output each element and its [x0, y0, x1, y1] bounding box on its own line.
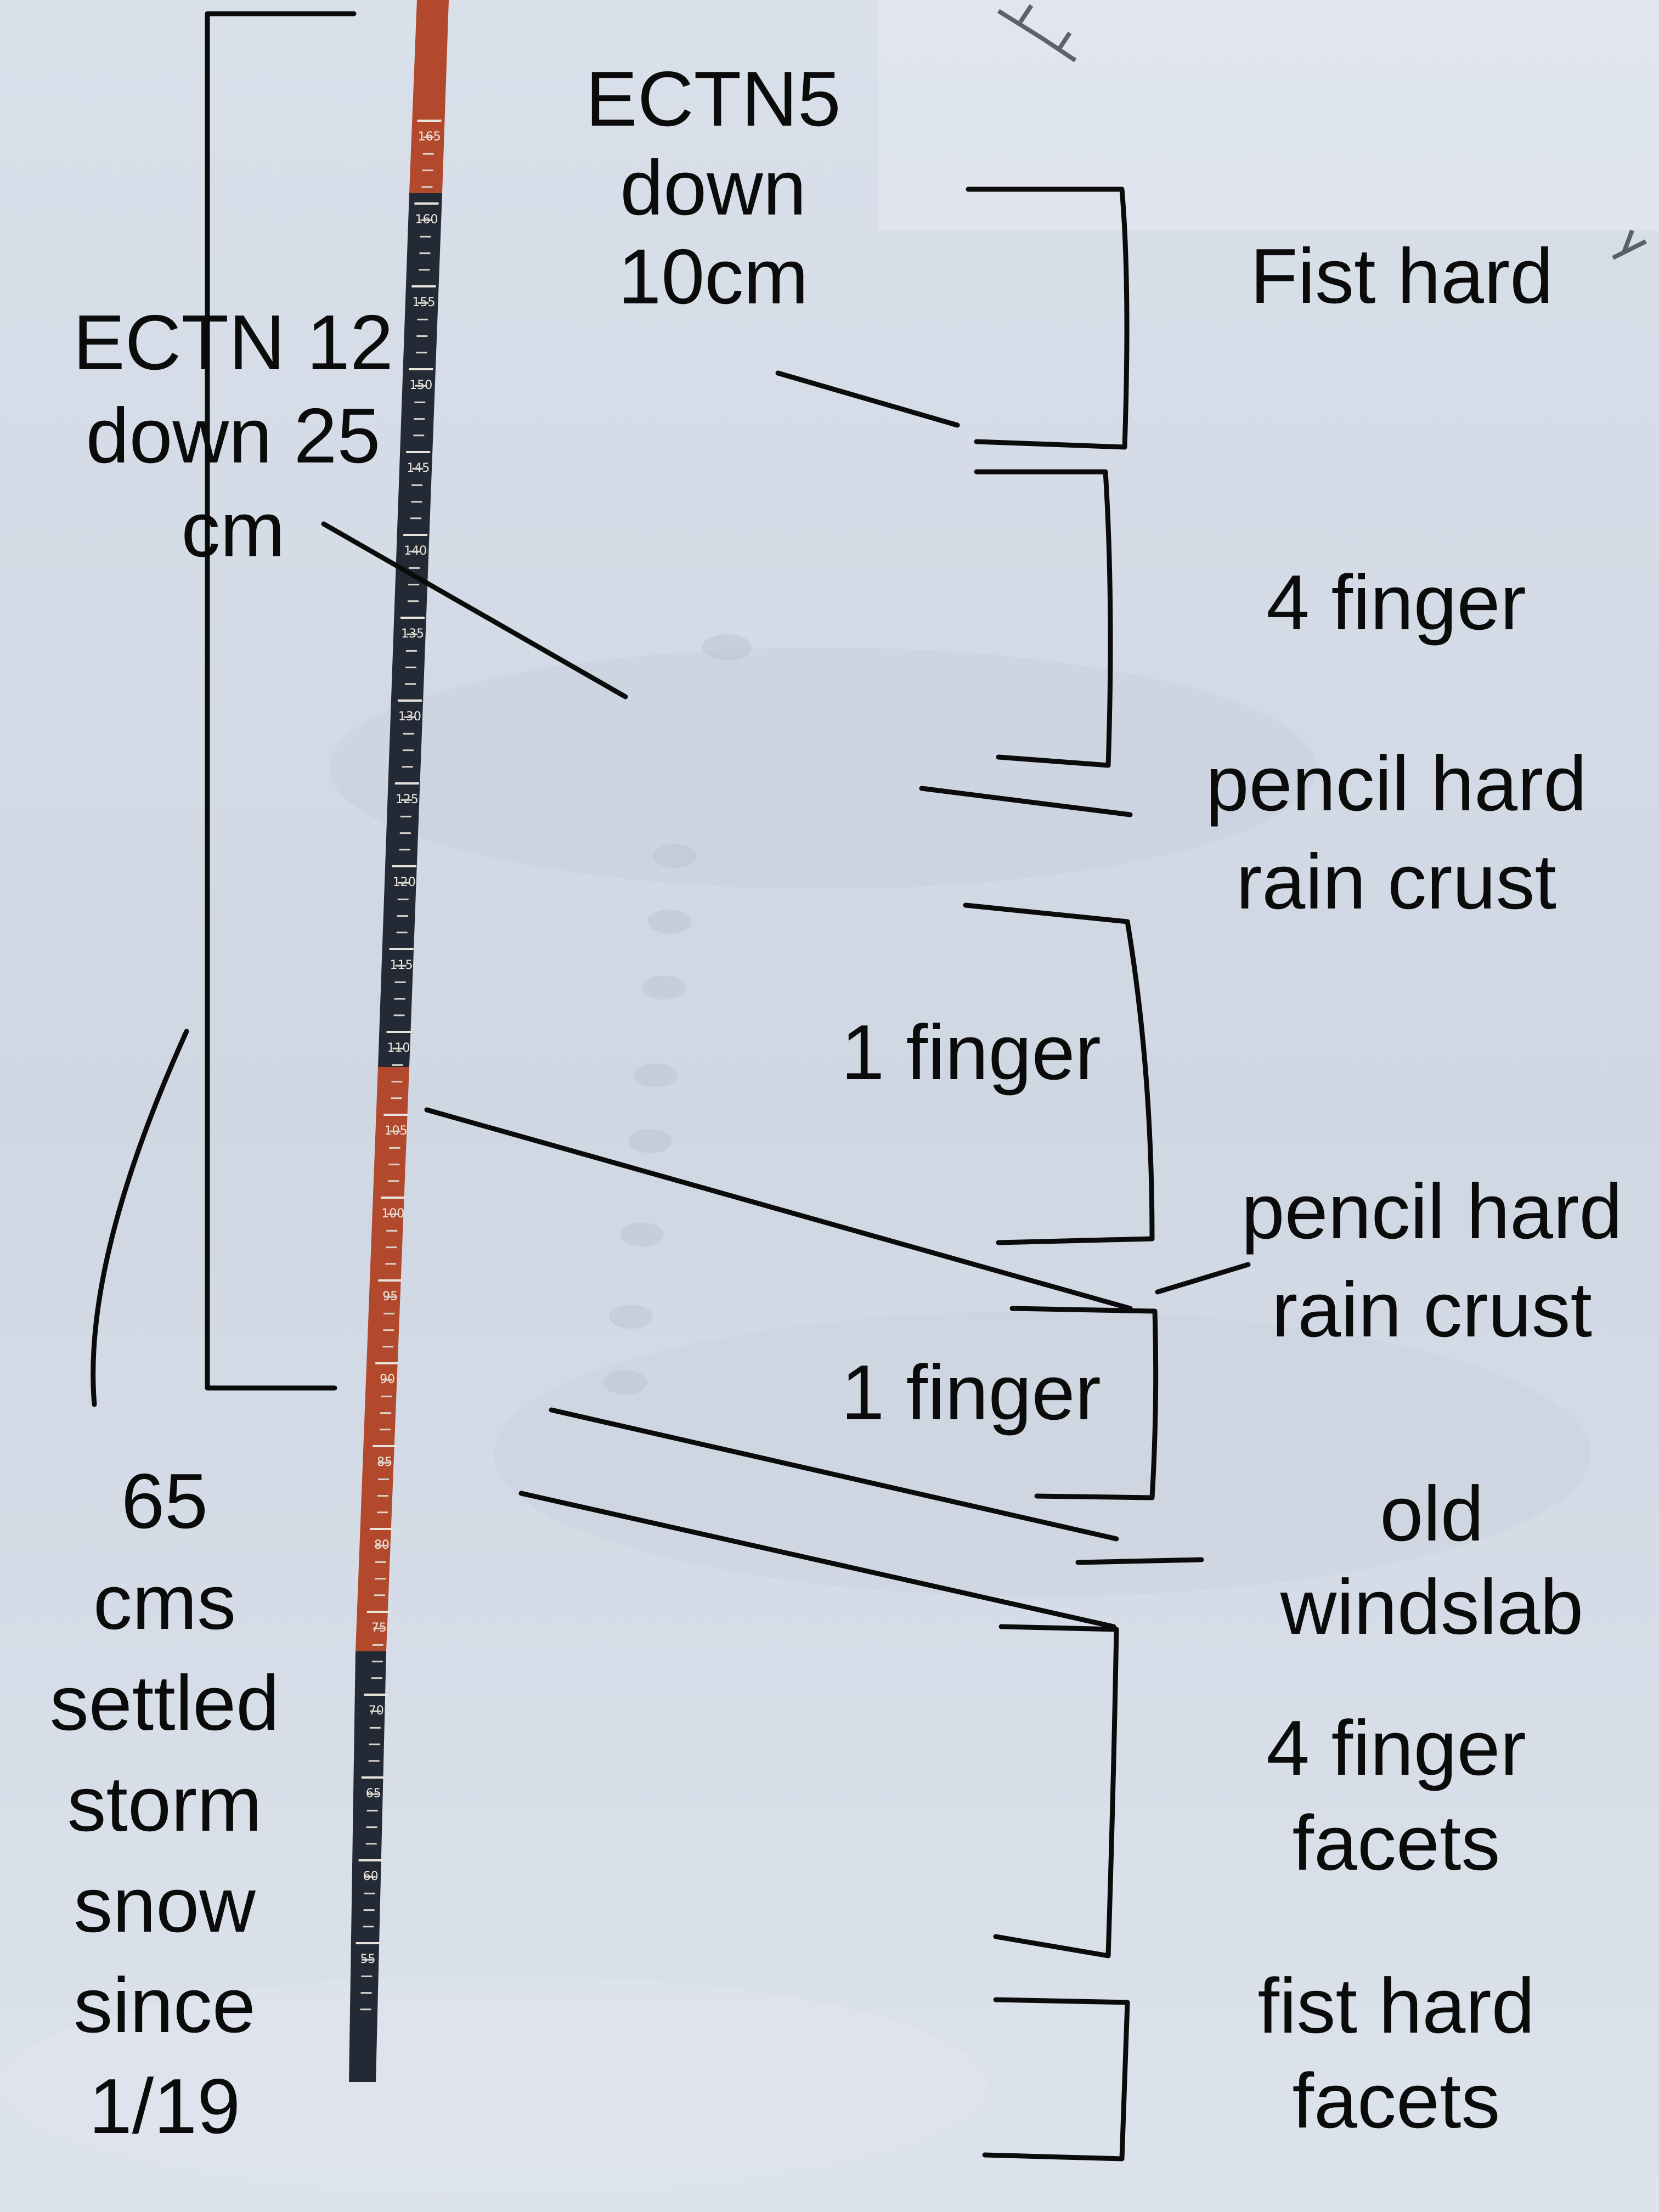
bracket-fist-hard-facets	[982, 1997, 1130, 2162]
twig-decoration	[997, 4, 1647, 260]
label-line: Fist hard	[1250, 233, 1554, 320]
bracket-fist-hard	[966, 187, 1130, 450]
label-line: down	[620, 144, 806, 232]
snow-surface-upper-right	[878, 0, 1659, 230]
layer-label-fist-hard: Fist hard	[1210, 228, 1594, 326]
interface-line	[424, 1107, 1133, 1311]
label-line: 4 finger	[1266, 1705, 1526, 1792]
label-line: cms	[93, 1558, 236, 1646]
probe-segment-dark	[349, 1651, 386, 2082]
layer-label-old-windslab: old windslab	[1256, 1468, 1607, 1655]
label-line: old	[1380, 1470, 1484, 1558]
label-line: facets	[1292, 2057, 1500, 2145]
bracket-4-finger	[974, 469, 1113, 768]
label-line: 1 finger	[841, 1349, 1101, 1436]
snow-shadow	[0, 1975, 988, 2194]
layer-label-pencil-hard-rain-crust-upper: pencil hard rain crust	[1182, 735, 1610, 932]
label-line: 1 finger	[841, 1009, 1101, 1096]
label-line: snow	[74, 1861, 256, 1949]
label-line: 1/19	[88, 2063, 241, 2151]
label-line: 65	[121, 1458, 208, 1545]
arrow-rain-crust-lower	[1155, 1262, 1251, 1295]
label-line: pencil hard	[1205, 740, 1587, 827]
bracket-1-finger-lower	[1009, 1306, 1159, 1500]
probe-segment-red	[356, 1067, 409, 1651]
label-line: down 25	[86, 392, 381, 480]
arrow-rain-crust-upper	[919, 786, 1133, 817]
arrow-ectn5	[775, 370, 960, 428]
label-line: windslab	[1280, 1564, 1584, 1651]
layer-label-1-finger-upper: 1 finger	[817, 1004, 1125, 1102]
interface-line	[549, 1407, 1119, 1542]
arrow-storm-snow	[91, 1029, 189, 1407]
bracket-4-finger-facets	[993, 1624, 1119, 1959]
snow-shadow	[494, 1311, 1591, 1596]
label-line: cm	[181, 486, 285, 573]
measuring-probe: 1651601551501451401351301251201151101051…	[349, 0, 449, 2082]
layer-label-1-finger-lower: 1 finger	[817, 1344, 1125, 1442]
label-line: 4 finger	[1266, 559, 1526, 646]
label-line: fist hard	[1257, 1962, 1535, 2050]
layer-label-4-finger: 4 finger	[1210, 554, 1583, 652]
snow-shadow	[329, 647, 1317, 889]
label-line: settled	[49, 1659, 280, 1747]
label-line: since	[74, 1962, 256, 2050]
interface-line	[518, 1491, 1116, 1629]
label-line: ECTN5	[585, 55, 841, 143]
label-ectn12: ECTN 12 down 25 cm	[52, 296, 414, 577]
label-line: pencil hard	[1241, 1168, 1623, 1255]
layer-label-fist-hard-facets: fist hard facets	[1210, 1959, 1583, 2148]
probe-segment-red	[409, 0, 449, 193]
label-line: rain crust	[1272, 1266, 1592, 1353]
label-ectn5: ECTN5 down 10cm	[549, 55, 878, 321]
label-line: 10cm	[618, 233, 809, 320]
label-line: facets	[1292, 1799, 1500, 1887]
test-holes	[603, 634, 752, 1395]
label-line: storm	[67, 1760, 262, 1848]
label-storm-snow: 65 cms settled storm snow since 1/19	[22, 1451, 307, 2157]
label-line: ECTN 12	[73, 299, 393, 386]
layer-label-pencil-hard-rain-crust-lower: pencil hard rain crust	[1218, 1163, 1646, 1359]
probe-segment-dark	[378, 193, 442, 1067]
label-line: rain crust	[1236, 838, 1556, 926]
layer-label-4-finger-facets: 4 finger facets	[1210, 1701, 1583, 1891]
annotation-lines	[91, 11, 1251, 2162]
arrow-ectn12	[321, 521, 628, 699]
bracket-1-finger-upper	[963, 902, 1155, 1245]
arrow-old-windslab	[1075, 1557, 1204, 1565]
